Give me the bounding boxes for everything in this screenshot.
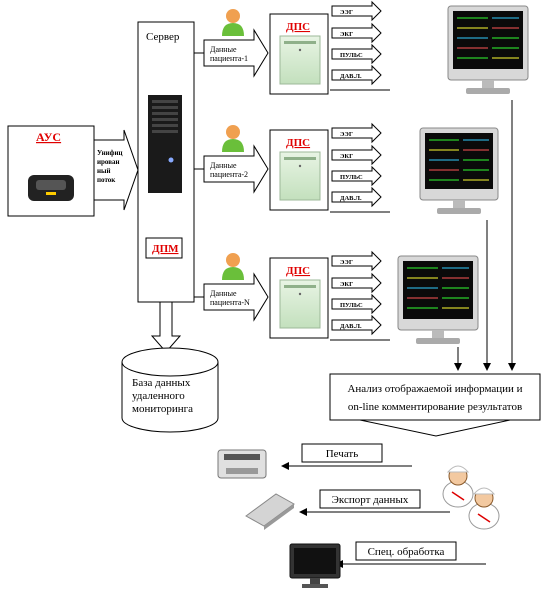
signal-label: ПУЛЬС — [340, 52, 363, 59]
dps-device-icon — [279, 35, 321, 85]
monitor-icon — [289, 543, 341, 588]
output-label-box — [301, 443, 383, 463]
signal-arrow: ЭКГ — [331, 272, 382, 294]
patient-monitor-icon — [419, 127, 499, 214]
unified-stream-arrow: Унифиц ирован ный поток — [93, 129, 139, 211]
analysis-node: Анализ отображаемой информации и on-line… — [329, 373, 541, 421]
signal-arrow: ДАВ.Л. — [331, 314, 382, 336]
output-label-box — [319, 489, 421, 509]
patient-data-label-2: пациента-1 — [210, 54, 248, 63]
signal-arrow: ЭЭГ — [331, 0, 382, 22]
output-1: Печать — [217, 443, 412, 479]
signal-label: ЭЭГ — [340, 9, 353, 16]
signal-label: ЭКГ — [340, 281, 353, 288]
signal-label: ДАВ.Л. — [340, 195, 362, 202]
signal-label: ДАВ.Л. — [340, 323, 362, 330]
output-label-box — [355, 541, 457, 561]
server-label: Сервер — [146, 31, 180, 43]
dps-label: ДПС — [286, 137, 310, 149]
signal-arrow: ДАВ.Л. — [331, 64, 382, 86]
monitors-layer — [397, 5, 529, 344]
patient-data-arrow — [203, 272, 269, 322]
signal-arrow: ПУЛЬС — [331, 165, 382, 187]
signal-arrow: ЭЭГ — [331, 250, 382, 272]
signal-arrow: ПУЛЬС — [331, 43, 382, 65]
patient-data-arrow — [203, 28, 269, 78]
dps-label: ДПС — [286, 265, 310, 277]
output-2: Экспорт данных — [245, 489, 450, 530]
patient-icon — [222, 253, 244, 280]
patient-data-arrow — [203, 144, 269, 194]
signal-arrow: ЭКГ — [331, 22, 382, 44]
signal-label: ЭКГ — [340, 153, 353, 160]
patient-icon — [222, 125, 244, 152]
server-node: Сервер ДПМ — [137, 21, 195, 303]
signal-arrow: ПУЛЬС — [331, 293, 382, 315]
output-3: Спец. обработка — [289, 541, 486, 588]
dpm-label: ДПМ — [152, 243, 179, 255]
analysis-line-2: on-line комментирование результатов — [348, 401, 522, 413]
signal-arrow: ДАВ.Л. — [331, 186, 382, 208]
patient-monitor-icon — [447, 5, 529, 94]
signal-label: ПУЛЬС — [340, 174, 363, 181]
patient-icon — [222, 9, 244, 36]
signal-label: ДАВ.Л. — [340, 73, 362, 80]
output-label: Печать — [326, 448, 359, 460]
stream-label-2: ирован — [97, 158, 120, 166]
database-node: База данных удаленного мониторинга — [121, 347, 219, 433]
signal-label: ЭКГ — [340, 31, 353, 38]
dps-label: ДПС — [286, 21, 310, 33]
dps-device-icon — [279, 151, 321, 201]
db-line-3: мониторинга — [132, 403, 193, 415]
server-tower-icon — [148, 95, 182, 193]
printer-icon — [217, 449, 267, 479]
stream-label-4: поток — [97, 176, 116, 184]
output-label: Экспорт данных — [332, 494, 409, 506]
stream-label-3: ный — [97, 167, 111, 175]
patient-data-label-1: Данные — [210, 45, 237, 54]
patient-data-label-1: Данные — [210, 289, 237, 298]
signal-arrow: ЭЭГ — [331, 122, 382, 144]
patient-data-label-2: пациента-2 — [210, 170, 248, 179]
doctors-icon — [442, 465, 500, 530]
db-line-2: удаленного — [132, 390, 185, 402]
patient-data-label-1: Данные — [210, 161, 237, 170]
signal-label: ПУЛЬС — [340, 302, 363, 309]
db-line-1: База данных — [132, 377, 191, 389]
hard-drive-icon — [245, 493, 295, 530]
analysis-line-1: Анализ отображаемой информации и — [347, 383, 522, 395]
stream-label-1: Унифиц — [97, 149, 123, 157]
signal-label: ЭЭГ — [340, 131, 353, 138]
signal-label: ЭЭГ — [340, 259, 353, 266]
aus-device-icon — [28, 175, 74, 201]
aus-node: АУС — [7, 125, 95, 217]
patients-layer: Данныепациента-1ДПСЭЭГЭКГПУЛЬСДАВ.Л.Данн… — [194, 0, 390, 341]
aus-label: АУС — [36, 130, 61, 144]
analysis-down-arrow — [359, 419, 511, 437]
output-label: Спец. обработка — [368, 546, 445, 558]
dps-device-icon — [279, 279, 321, 329]
server-to-db-arrow — [150, 301, 182, 353]
patient-data-label-2: пациента-N — [210, 298, 250, 307]
patient-monitor-icon — [397, 255, 479, 344]
signal-arrow: ЭКГ — [331, 144, 382, 166]
